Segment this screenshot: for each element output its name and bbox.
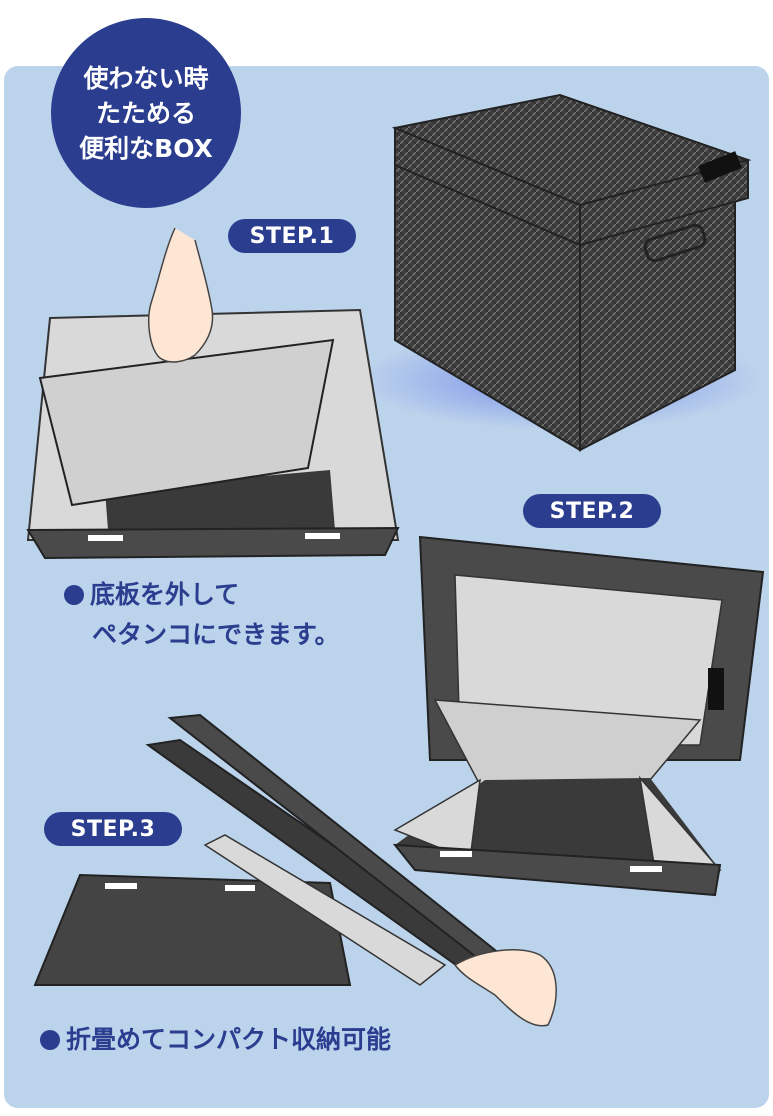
step3-caption-line1: 折畳めてコンパクト収納可能 (66, 1025, 392, 1054)
badge-line-2: たためる (95, 98, 196, 128)
step1-caption-line1: 底板を外して (90, 580, 240, 609)
step1-label: STEP.1 (228, 219, 356, 253)
step2-image (392, 535, 765, 897)
step3-caption: 折畳めてコンパクト収納可能 (40, 1020, 391, 1060)
bullet-dot (64, 585, 84, 605)
bullet-dot (40, 1030, 60, 1050)
feature-badge: 使わない時 たためる 便利なBOX (51, 18, 241, 208)
badge-line-3: 便利なBOX (79, 133, 213, 163)
step1-caption: 底板を外して ペタンコにできます。 (64, 575, 340, 655)
step3-label: STEP.3 (44, 812, 182, 846)
step2-label: STEP.2 (523, 494, 661, 528)
step1-image (26, 227, 400, 560)
storage-box-image (360, 93, 760, 452)
step1-caption-line2: ペタンコにできます。 (92, 620, 340, 649)
badge-line-1: 使わない時 (83, 63, 209, 93)
step3-image (33, 713, 557, 1027)
